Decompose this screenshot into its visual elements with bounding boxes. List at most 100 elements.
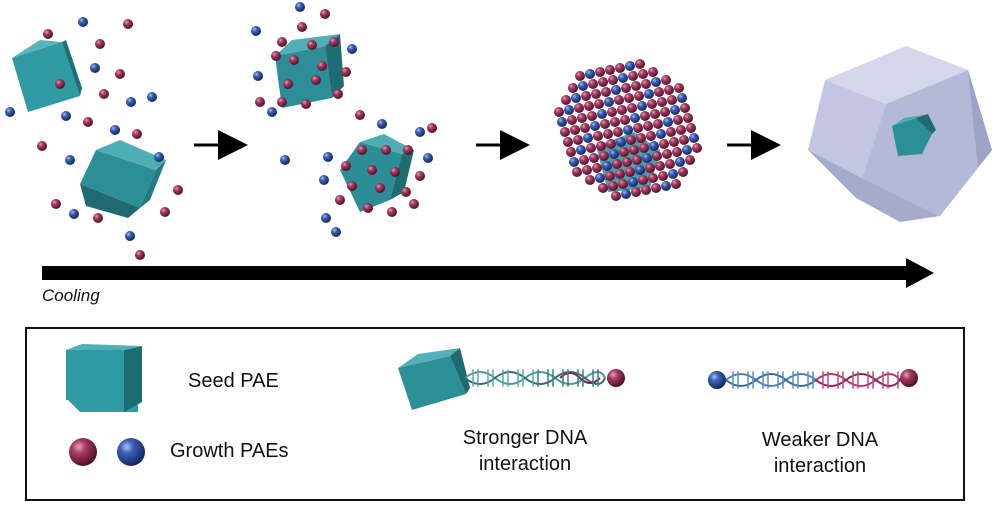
- growth-pae-red: [311, 75, 321, 85]
- growth-pae-red: [135, 250, 145, 260]
- growth-pae-blue: [323, 152, 333, 162]
- growth-pae-red: [329, 37, 339, 47]
- growth-pae-red: [634, 91, 644, 101]
- growth-pae-red: [648, 173, 658, 183]
- growth-pae-red: [667, 95, 677, 105]
- legend-box: [25, 327, 965, 501]
- growth-pae-red: [582, 165, 592, 175]
- growth-pae-blue: [347, 44, 357, 54]
- growth-pae-blue: [415, 127, 425, 137]
- growth-pae-blue: [569, 157, 579, 167]
- growth-pae-red: [655, 161, 665, 171]
- growth-pae-red: [603, 129, 613, 139]
- growth-pae-red: [640, 111, 650, 121]
- growth-pae-red: [598, 183, 608, 193]
- growth-pae-red: [297, 22, 307, 32]
- growth-pae-red: [573, 135, 583, 145]
- growth-pae-red: [611, 191, 621, 201]
- growth-pae-red: [554, 107, 564, 117]
- legend-stronger-line1: Stronger DNA: [462, 427, 588, 449]
- growth-pae-blue: [78, 17, 88, 27]
- growth-pae-blue: [628, 177, 638, 187]
- growth-pae-red: [660, 107, 670, 117]
- legend-growth-blue-icon: [117, 438, 145, 466]
- growth-pae-blue: [595, 173, 605, 183]
- stage-4-crystal: [808, 46, 992, 222]
- growth-pae-red: [594, 99, 604, 109]
- growth-pae-blue: [61, 111, 71, 121]
- growth-pae-red: [659, 139, 669, 149]
- growth-pae-red: [626, 135, 636, 145]
- growth-pae-red: [591, 89, 601, 99]
- growth-pae-red: [669, 137, 679, 147]
- growth-pae-red: [586, 143, 596, 153]
- growth-pae-red: [301, 99, 311, 109]
- growth-pae-red: [601, 87, 611, 97]
- growth-pae-red: [566, 147, 576, 157]
- growth-pae-blue: [90, 63, 100, 73]
- legend-weaker-line1: Weaker DNA: [761, 429, 879, 451]
- growth-pae-red: [617, 105, 627, 115]
- growth-pae-red: [341, 161, 351, 171]
- growth-pae-blue: [280, 155, 290, 165]
- growth-pae-red: [409, 199, 419, 209]
- growth-pae-red: [647, 99, 657, 109]
- growth-pae-red: [671, 179, 681, 189]
- crystal-face-bottom: [808, 150, 940, 222]
- growth-pae-red: [51, 199, 61, 209]
- growth-pae-blue: [677, 93, 687, 103]
- growth-pae-red: [160, 207, 170, 217]
- growth-pae-red: [593, 131, 603, 141]
- growth-pae-blue: [682, 145, 692, 155]
- growth-pae-red: [363, 203, 373, 213]
- growth-pae-blue: [331, 227, 341, 237]
- growth-pae-blue: [557, 117, 567, 127]
- growth-pae-red: [658, 171, 668, 181]
- growth-pae-red: [599, 151, 609, 161]
- growth-pae-red: [631, 81, 641, 91]
- growth-pae-red: [680, 103, 690, 113]
- growth-pae-red: [95, 39, 105, 49]
- growth-pae-red: [367, 165, 377, 175]
- growth-pae-blue: [644, 89, 654, 99]
- growth-pae-blue: [571, 93, 581, 103]
- growth-pae-red: [686, 123, 696, 133]
- growth-pae-red: [676, 125, 686, 135]
- growth-pae-red: [560, 127, 570, 137]
- growth-paes-scattered: [5, 17, 183, 260]
- growth-pae-red: [335, 195, 345, 205]
- growth-pae-red: [652, 151, 662, 161]
- growth-paes-attached: [251, 2, 437, 237]
- legend-growth-label: Growth PAEs: [170, 440, 289, 462]
- growth-pae-red: [627, 103, 637, 113]
- growth-pae-red: [598, 77, 608, 87]
- growth-pae-blue: [578, 81, 588, 91]
- crystal-face-top: [825, 46, 968, 104]
- growth-pae-red: [643, 121, 653, 131]
- legend-growth-red-icon: [69, 438, 97, 466]
- growth-pae-red: [289, 55, 299, 65]
- crystal-face-left: [808, 80, 886, 178]
- growth-pae-blue: [125, 231, 135, 241]
- growth-pae-red: [648, 67, 658, 77]
- growth-pae-blue: [668, 169, 678, 179]
- growth-pae-red: [568, 83, 578, 93]
- growth-pae-red: [641, 79, 651, 89]
- growth-pae-blue: [377, 119, 387, 129]
- growth-pae-red: [615, 63, 625, 73]
- growth-pae-red: [620, 115, 630, 125]
- growth-pae-red: [665, 159, 675, 169]
- growth-pae-blue: [251, 26, 261, 36]
- growth-pae-red: [672, 147, 682, 157]
- growth-pae-blue: [147, 92, 157, 102]
- growth-pae-blue: [564, 105, 574, 115]
- growth-pae-red: [654, 87, 664, 97]
- growth-pae-red: [631, 187, 641, 197]
- growth-pae-red: [347, 181, 357, 191]
- growth-pae-red: [401, 187, 411, 197]
- growth-pae-red: [629, 145, 639, 155]
- stage-1-seeds: [5, 17, 183, 260]
- growth-pae-red: [563, 137, 573, 147]
- growth-pae-red: [427, 123, 437, 133]
